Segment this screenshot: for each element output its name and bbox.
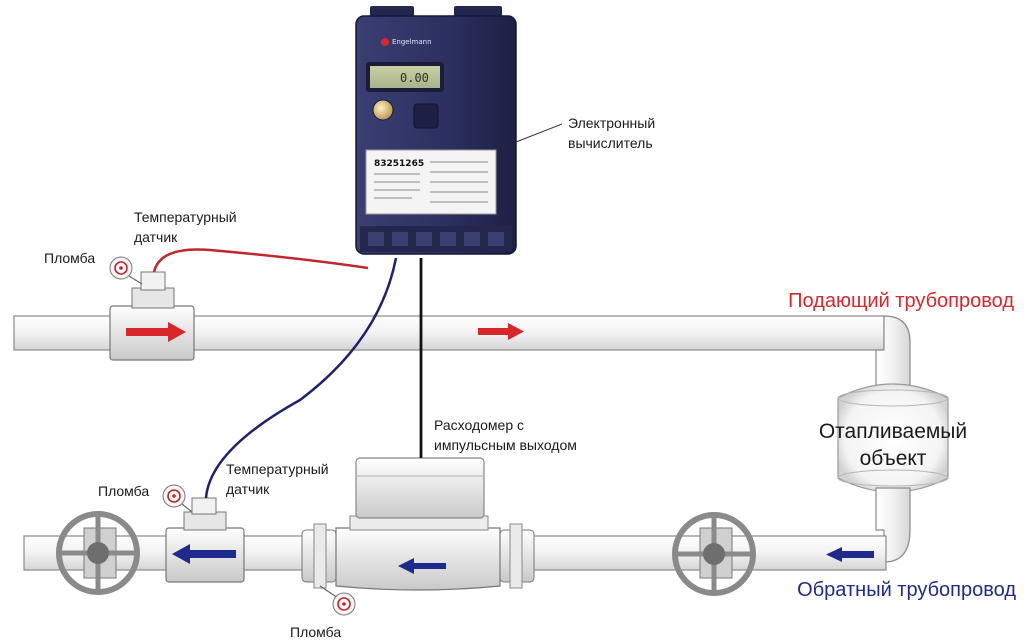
heated-object: Отапливаемый объект [819,383,967,493]
flowmeter-label-line1: Расходомер с [434,417,524,433]
computer-label-line1: Электронный [568,115,655,131]
seal-top-label: Пломба [44,250,95,266]
flowmeter-icon [301,457,535,591]
supply-pipe [13,271,911,389]
seal-mid-label: Пломба [98,483,149,499]
brand-logo-icon [381,38,389,46]
return-flow-arrow-icon [826,547,874,562]
flowmeter-label-line2: импульсным выходом [434,437,577,453]
heated-object-label-line1: Отапливаемый [819,420,967,443]
seal-icon [109,256,143,285]
return-flow-arrow-icon [172,544,236,564]
supply-flow-arrow-icon [478,323,524,340]
return-pipe-label: Обратный трубопровод [797,579,1016,601]
seal-bottom-label: Пломба [290,624,341,640]
valve-right-icon [672,512,756,596]
seal-icon [162,484,193,513]
electronic-computer: Engelmann 0.00 83251265 [355,6,517,255]
supply-pipe-label: Подающий трубопровод [788,290,1014,312]
heated-object-label-line2: объект [860,447,927,470]
temp-sensor-top-label-line1: Температурный [134,209,237,225]
lcd-display: 0.00 [400,71,429,85]
valve-left-icon [56,511,140,595]
device-button[interactable] [372,99,394,121]
device-serial: 83251265 [374,159,424,169]
return-pipe [23,457,911,596]
brand-text: Engelmann [392,38,432,46]
temp-sensor-top-label-line2: датчик [134,229,178,245]
computer-label-line2: вычислитель [568,135,653,151]
cables [152,248,423,499]
temp-sensor-bottom-label-line2: датчик [226,481,270,497]
temp-sensor-bottom-label-line1: Температурный [226,461,329,477]
seal-icon [319,585,356,616]
supply-flow-arrow-icon [126,322,186,342]
